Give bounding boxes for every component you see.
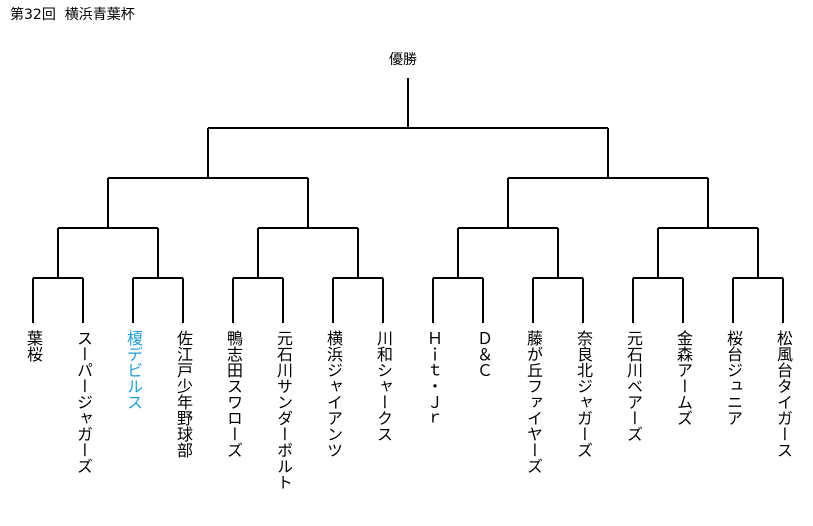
team-name-7: 横浜ジャイアンツ <box>324 330 343 458</box>
team-name-3: 榎デビルス <box>124 330 143 410</box>
team-name-2: スーパージャガーズ <box>74 330 93 474</box>
team-name-11: 藤が丘ファイヤーズ <box>524 330 543 474</box>
team-name-13: 元石川ベアーズ <box>624 330 643 442</box>
team-name-16: 松風台タイガース <box>774 330 793 458</box>
team-name-12: 奈良北ジャガーズ <box>574 330 593 458</box>
page-title: 第32回 横浜青葉杯 <box>10 7 135 23</box>
team-name-15: 桜台ジュニア <box>724 330 743 426</box>
team-name-4: 佐江戸少年野球部 <box>174 330 193 458</box>
team-name-6: 元石川サンダーボルト <box>274 330 293 490</box>
team-name-9: Ｈｉｔ・Ｊｒ <box>424 330 443 426</box>
team-name-10: Ｄ＆Ｃ <box>474 330 493 378</box>
team-name-8: 川和シャークス <box>374 330 393 442</box>
team-name-1: 葉桜 <box>24 330 43 362</box>
team-name-5: 鴨志田スワローズ <box>224 330 243 458</box>
champion-label: 優勝 <box>389 52 417 68</box>
team-name-14: 金森アームズ <box>674 330 693 426</box>
